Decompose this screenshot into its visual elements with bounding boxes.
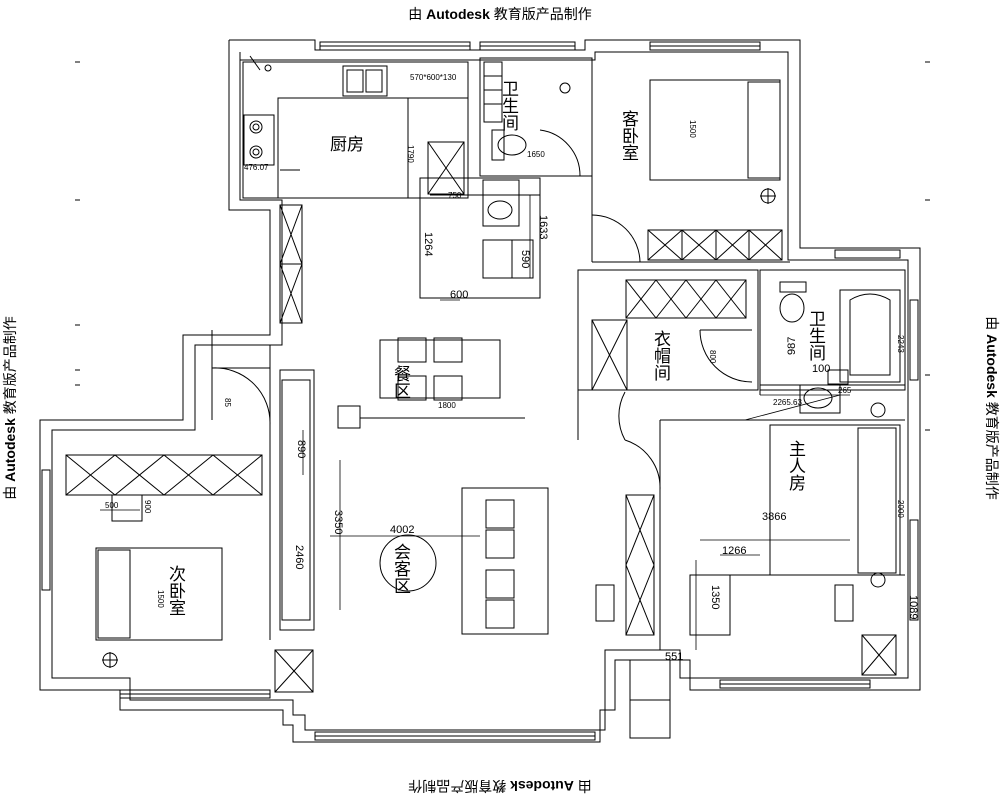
windows xyxy=(41,41,919,741)
fixtures xyxy=(95,61,901,668)
svg-text:100: 100 xyxy=(812,363,830,375)
svg-text:890: 890 xyxy=(295,440,307,458)
svg-text:476.07: 476.07 xyxy=(244,163,269,172)
svg-text:1264: 1264 xyxy=(422,232,434,256)
svg-text:987: 987 xyxy=(786,337,798,355)
svg-text:4002: 4002 xyxy=(390,524,414,536)
svg-text:590: 590 xyxy=(519,250,531,268)
dimension-lines xyxy=(100,195,909,650)
svg-text:1500: 1500 xyxy=(156,590,165,608)
interior-walls xyxy=(211,57,906,739)
svg-text:570*600*130: 570*600*130 xyxy=(410,73,457,82)
svg-text:600: 600 xyxy=(450,289,468,301)
svg-text:2265.63: 2265.63 xyxy=(773,398,802,407)
label-guest-bedroom: 客卧室 xyxy=(618,110,639,161)
svg-text:800: 800 xyxy=(708,350,717,364)
exterior-walls xyxy=(39,39,921,743)
svg-text:1633: 1633 xyxy=(537,215,549,239)
label-bath-north: 卫生间 xyxy=(498,80,519,132)
svg-text:551: 551 xyxy=(665,651,683,663)
svg-text:3350: 3350 xyxy=(332,510,344,534)
svg-text:500: 500 xyxy=(105,501,119,510)
cabinets xyxy=(65,141,897,676)
label-living: 会客区 xyxy=(390,543,411,594)
svg-text:1266: 1266 xyxy=(722,545,746,557)
label-bath-master: 卫生间 xyxy=(805,310,826,362)
label-dining: 餐区 xyxy=(390,365,411,399)
svg-text:750: 750 xyxy=(448,191,462,200)
svg-text:2460: 2460 xyxy=(293,545,305,569)
svg-text:1790: 1790 xyxy=(406,145,415,163)
svg-text:1650: 1650 xyxy=(527,150,545,159)
label-cloakroom: 衣帽间 xyxy=(650,330,671,382)
svg-text:2000: 2000 xyxy=(896,500,905,518)
svg-text:1800: 1800 xyxy=(438,401,456,410)
margin-ticks xyxy=(75,61,930,456)
svg-text:265: 265 xyxy=(838,386,852,395)
dimension-texts: 570*600*130 476.07 1790 1650 1500 750 16… xyxy=(105,73,919,663)
svg-text:1089: 1089 xyxy=(907,595,919,619)
svg-text:2243: 2243 xyxy=(896,335,905,353)
svg-text:900: 900 xyxy=(143,500,152,514)
room-labels: 厨房 卫生间 客卧室 餐区 衣帽间 卫生间 主人房 会客区 次卧室 xyxy=(165,80,826,616)
label-second-bedroom: 次卧室 xyxy=(165,565,186,616)
svg-text:85: 85 xyxy=(223,398,232,407)
svg-text:1500: 1500 xyxy=(688,120,697,138)
label-master-bedroom: 主人房 xyxy=(785,440,806,492)
watermark-top: 由 Autodesk 教育版产品制作 xyxy=(408,6,592,22)
label-kitchen: 厨房 xyxy=(330,135,364,155)
svg-text:1350: 1350 xyxy=(709,585,721,609)
doors xyxy=(211,55,753,491)
svg-text:3866: 3866 xyxy=(762,511,786,523)
